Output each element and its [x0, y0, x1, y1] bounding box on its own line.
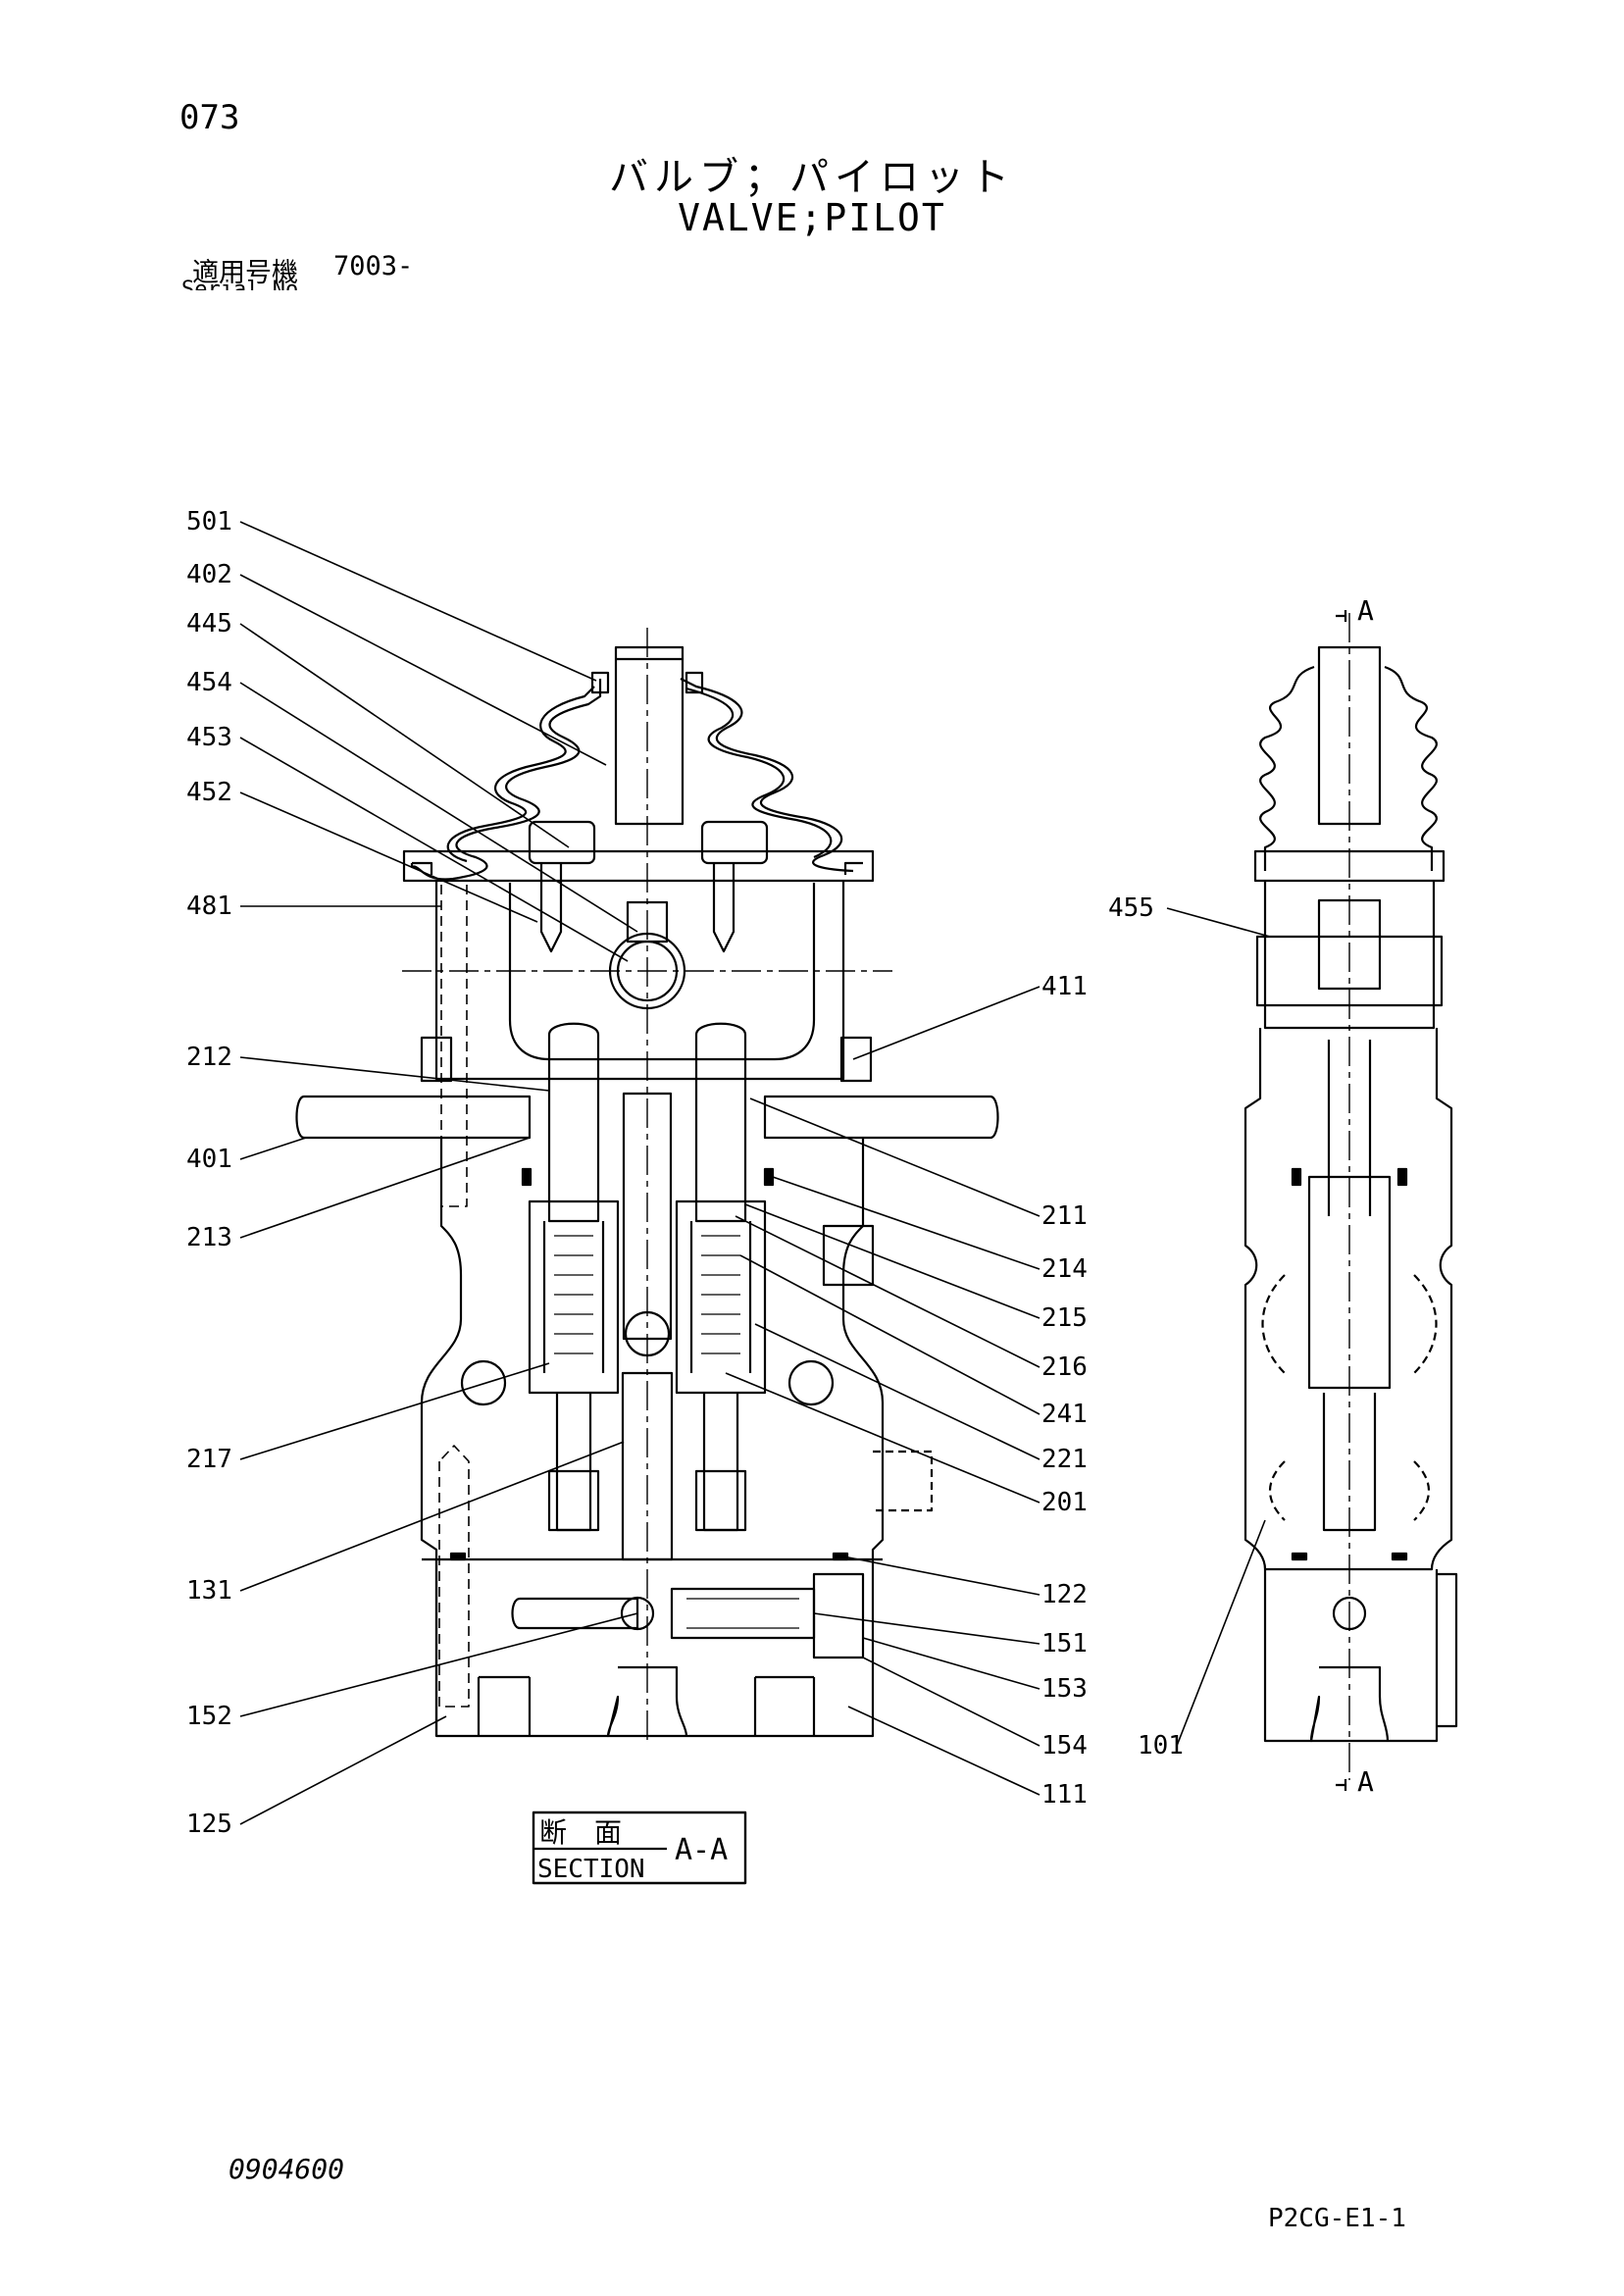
section-mark-top — [1336, 610, 1347, 622]
serial-label-english: Serial No. — [181, 278, 312, 290]
section-mark-top-label: A — [1357, 594, 1374, 627]
callout-153: 153 — [1041, 1674, 1088, 1704]
main-section-view — [295, 628, 999, 1746]
callout-212: 212 — [186, 1043, 232, 1072]
side-push-rod — [1317, 645, 1382, 826]
push-rod — [614, 645, 685, 826]
callout-216: 216 — [1041, 1352, 1088, 1382]
callout-411: 411 — [1041, 972, 1088, 1001]
side-section-view — [1243, 610, 1458, 1791]
callout-241: 241 — [1041, 1400, 1088, 1429]
serial-label: 適用号機 — [192, 258, 298, 288]
callout-221: 221 — [1041, 1445, 1088, 1474]
title-japanese: バルブ；パイロット — [609, 155, 1015, 200]
callout-122: 122 — [1041, 1580, 1088, 1609]
callout-213: 213 — [186, 1223, 232, 1252]
section-mark-bottom-label: A — [1357, 1765, 1374, 1798]
spool-left — [528, 1022, 620, 1532]
leader-lines — [239, 521, 1271, 1825]
callout-201: 201 — [1041, 1488, 1088, 1517]
callout-452: 452 — [186, 778, 232, 807]
bottom-plug — [511, 1597, 639, 1630]
callout-217: 217 — [186, 1445, 232, 1474]
callout-454: 454 — [186, 668, 232, 697]
sheet-code: P2CG-E1-1 — [1268, 2204, 1406, 2233]
callout-453: 453 — [186, 723, 232, 752]
callout-455: 455 — [1108, 893, 1154, 923]
callout-125: 125 — [186, 1810, 232, 1839]
callout-111: 111 — [1041, 1780, 1088, 1810]
callout-101: 101 — [1138, 1731, 1184, 1760]
callout-501: 501 — [186, 507, 232, 536]
title-english: VALVE;PILOT — [678, 196, 946, 239]
callout-151: 151 — [1041, 1629, 1088, 1658]
callout-481: 481 — [186, 892, 232, 921]
callout-154: 154 — [1041, 1731, 1088, 1760]
callout-131: 131 — [186, 1576, 232, 1606]
boot-left — [410, 679, 602, 881]
callout-402: 402 — [186, 560, 232, 589]
callout-214: 214 — [1041, 1254, 1088, 1284]
section-box-en: SECTION — [537, 1855, 645, 1884]
callout-211: 211 — [1041, 1201, 1088, 1231]
side-body — [1243, 1028, 1453, 1571]
callout-401: 401 — [186, 1145, 232, 1174]
section-box-label: A-A — [675, 1833, 728, 1867]
document-number: 0904600 — [228, 2153, 345, 2185]
serial-value: 7003- — [333, 251, 414, 281]
boot-right — [680, 678, 854, 873]
bolt-right — [700, 820, 769, 865]
plate — [295, 1095, 532, 1140]
cam-plate — [508, 883, 816, 1061]
spool-right — [675, 1022, 767, 1532]
section-box-ja: 断 面 — [539, 1816, 622, 1849]
upper-casing — [434, 881, 845, 1081]
section-mark-bottom — [1336, 1779, 1347, 1791]
page-number: 073 — [179, 98, 240, 137]
callout-152: 152 — [186, 1702, 232, 1731]
callout-215: 215 — [1041, 1303, 1088, 1333]
boot-right-inner — [685, 687, 833, 859]
callout-445: 445 — [186, 609, 232, 638]
cover-flange — [402, 849, 875, 883]
